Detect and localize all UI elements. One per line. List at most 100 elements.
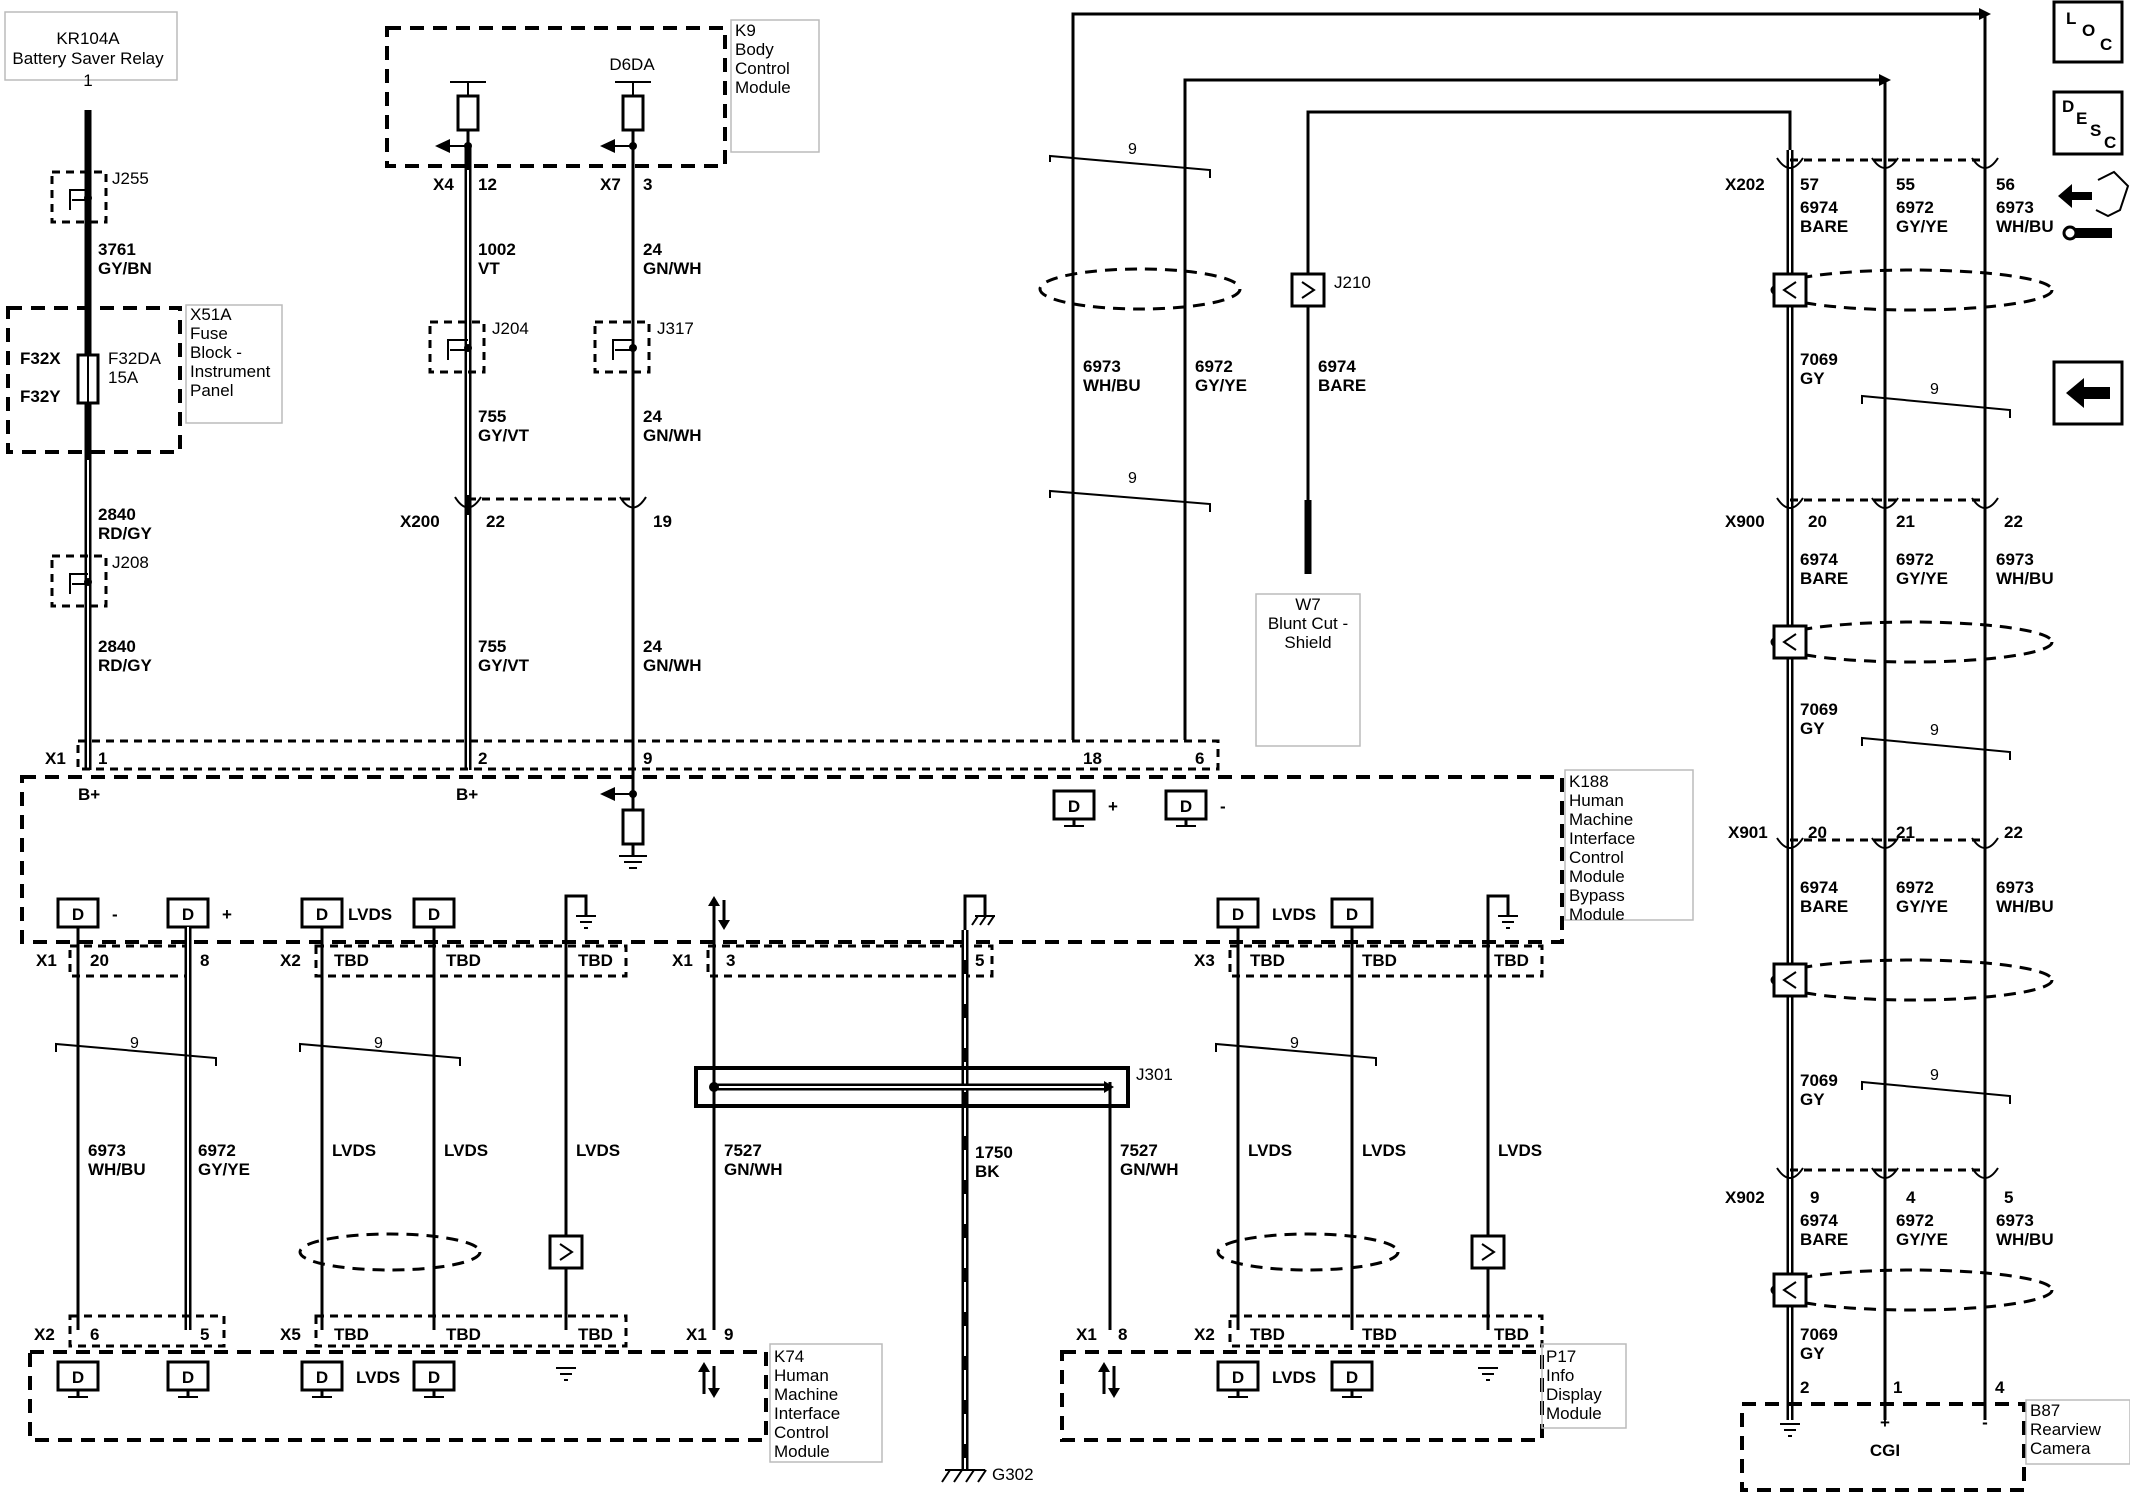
k188-id: K188 — [1569, 772, 1609, 791]
wire-num: 6974 — [1800, 550, 1838, 569]
wire-num: 6972 — [1896, 878, 1934, 897]
twist-count: 9 — [130, 1035, 139, 1052]
wire-color: WH/BU — [1996, 1230, 2054, 1249]
pin: 55 — [1896, 175, 1915, 194]
x3-label: X3 — [1194, 951, 1215, 970]
lvds-label: LVDS — [1272, 905, 1316, 924]
wire-6973-color: WH/BU — [1083, 376, 1141, 395]
connector-x200: X200 22 19 — [400, 496, 672, 531]
pin: 5 — [200, 1325, 209, 1344]
splice-j255: J255 — [50, 169, 149, 224]
j204-label: J204 — [492, 319, 529, 338]
wire-num: 6973 — [1996, 550, 2034, 569]
plus-label: + — [1880, 1413, 1890, 1432]
j301-label: J301 — [1136, 1065, 1173, 1084]
k188-top-connector-x1: X1 1 2 9 18 6 — [45, 739, 1220, 771]
pin: 3 — [726, 951, 735, 970]
wire-755-color: GY/VT — [478, 656, 530, 675]
wire-24-color: GN/WH — [643, 259, 702, 278]
k74-connectors: X2 6 5 X5 TBD TBD TBD X1 9 — [34, 1314, 733, 1348]
x7-pin: 3 — [643, 175, 652, 194]
fuse-rating: 15A — [108, 368, 139, 387]
wire-6974-num: 6974 — [1318, 357, 1356, 376]
k188-bottom-connectors: X1 20 8 X2 TBD TBD TBD X1 3 5 X3 TBD TBD… — [36, 944, 1544, 978]
loc-letter: O — [2082, 21, 2095, 40]
loc-letter: L — [2066, 9, 2076, 28]
connector-x202: X202 57 55 56 — [1725, 157, 2015, 194]
pin: 21 — [1896, 823, 1915, 842]
wire-color: GY/YE — [1896, 1230, 1948, 1249]
info-display-module-p17: P17 Info Display Module D LVDS D — [1060, 1343, 1627, 1442]
x1-label: X1 — [1076, 1325, 1097, 1344]
wire-color: WH/BU — [1996, 217, 2054, 236]
wire-6974-color: BARE — [1318, 376, 1366, 395]
x2-label: X2 — [1194, 1325, 1215, 1344]
wire-6973-num: 6973 — [88, 1141, 126, 1160]
pin: 9 — [1810, 1188, 1819, 1207]
twist-marker: 9 — [1049, 470, 1211, 512]
description-view-button[interactable]: D E S C — [2052, 90, 2124, 156]
wire-num: 6972 — [1896, 198, 1934, 217]
twist-marker: 9 — [1861, 1067, 2011, 1104]
k9-line: Body — [735, 40, 774, 59]
k188-pin: 6 — [1195, 749, 1204, 768]
wire-2840-num: 2840 — [98, 505, 136, 524]
twist-marker: 9 — [1861, 722, 2011, 760]
pin: TBD — [446, 1325, 481, 1344]
wire-7527-num: 7527 — [1120, 1141, 1158, 1160]
pin: 4 — [1906, 1188, 1916, 1207]
k188-pin: 9 — [643, 749, 652, 768]
wire-num: 6974 — [1800, 198, 1838, 217]
pin: TBD — [1362, 951, 1397, 970]
splice-j210: J210 — [1290, 272, 1371, 308]
lvds-wire-label: LVDS — [332, 1141, 376, 1160]
twist-count: 9 — [1930, 722, 1939, 739]
splice-j317: J317 — [593, 319, 694, 374]
wire-6972-num: 6972 — [1195, 357, 1233, 376]
wire-color: GY/YE — [1896, 217, 1948, 236]
k9-line: Control — [735, 59, 790, 78]
wire-2840-num: 2840 — [98, 637, 136, 656]
desc-letter: D — [2062, 97, 2074, 116]
wire-2840-color: RD/GY — [98, 524, 153, 543]
twist-marker: 9 — [1861, 381, 2011, 418]
pin: 20 — [1808, 823, 1827, 842]
wire-6972-num: 6972 — [198, 1141, 236, 1160]
d-label: D — [1232, 905, 1244, 924]
pin: 57 — [1800, 175, 1819, 194]
wire-color: GY/YE — [1896, 569, 1948, 588]
x900-label: X900 — [1725, 512, 1765, 531]
wire-6973-num: 6973 — [1083, 357, 1121, 376]
wire-color: BARE — [1800, 897, 1848, 916]
x51a-line: Instrument — [190, 362, 271, 381]
k188-pin: 2 — [478, 749, 487, 768]
relay-name: Battery Saver Relay — [12, 49, 164, 68]
back-arrow-button[interactable] — [2052, 360, 2124, 426]
w7-line: Shield — [1284, 633, 1331, 652]
plus-label: + — [1108, 797, 1118, 816]
fuse-in: F32X — [20, 349, 61, 368]
splice-j208: J208 — [50, 553, 149, 608]
location-view-button[interactable]: L O C — [2052, 0, 2124, 64]
k188-line: Module — [1569, 867, 1625, 886]
k188-line: Bypass — [1569, 886, 1625, 905]
x51a-line: Fuse — [190, 324, 228, 343]
twist-count: 9 — [1128, 470, 1137, 487]
k9-id: K9 — [735, 21, 756, 40]
pin: 6 — [90, 1325, 99, 1344]
wire-color: WH/BU — [1996, 897, 2054, 916]
desc-letter: C — [2104, 133, 2116, 152]
d-label: D — [428, 1368, 440, 1387]
connector-end-view-icon[interactable] — [2058, 170, 2130, 241]
wire-num: 6972 — [1896, 550, 1934, 569]
relay-id: KR104A — [56, 29, 120, 48]
splice-j204: J204 — [428, 319, 529, 374]
wire-3761-num: 3761 — [98, 240, 136, 259]
w7-id: W7 — [1295, 595, 1321, 614]
x901-label: X901 — [1728, 823, 1768, 842]
ground-icon — [600, 787, 647, 869]
pin: TBD — [1494, 951, 1529, 970]
bplus-label: B+ — [456, 785, 478, 804]
wire-755-num: 755 — [478, 637, 506, 656]
wire-6972-color: GY/YE — [1195, 376, 1247, 395]
